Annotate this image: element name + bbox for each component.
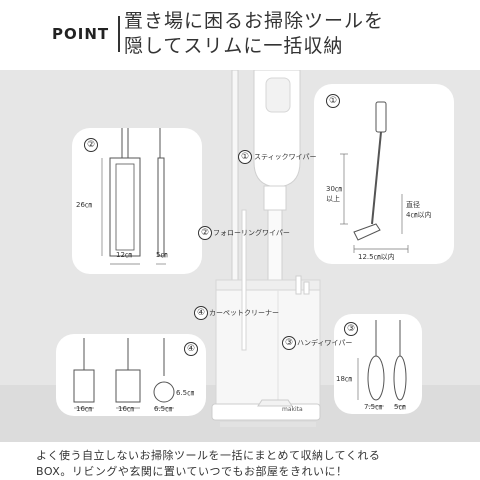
storage-box-illustration — [211, 70, 321, 427]
callout-number-1: ① — [238, 150, 252, 164]
carpet-cleaner-illustration — [73, 338, 175, 409]
headline: 置き場に困るお掃除ツールを 隠してスリムに一括収納 — [124, 9, 384, 59]
width-dim: 7.5㎝ — [364, 403, 383, 411]
product-description: よく使う自立しないお掃除ツールを一括にまとめて収納してくれる BOX。リビングや… — [36, 448, 456, 480]
height-dim: 26㎝ — [76, 201, 92, 209]
callout-label-2: フォローリングワイパー — [213, 229, 290, 237]
depth-dim: 5㎝ — [394, 403, 406, 411]
number-badge: ① — [326, 94, 340, 108]
description-line-2: BOX。リビングや玄関に置いていつでもお部屋をきれいに！ — [36, 465, 348, 478]
callout-label-3: ハンディワイパー — [297, 339, 353, 347]
depth-dim: 6.5㎝ — [176, 389, 195, 397]
width-dim: 12.5㎝以内 — [358, 253, 395, 261]
bubble-handy-wiper: ③ 18㎝ 7.5㎝ 5㎝ — [334, 314, 422, 414]
callout-number-2: ② — [198, 226, 212, 240]
stick-wiper-illustration — [340, 101, 409, 253]
callout-label-4: カーペットクリーナー — [209, 309, 279, 317]
number-badge: ④ — [184, 342, 198, 356]
height-dim: 18㎝ — [336, 375, 352, 383]
callout-number-3: ③ — [282, 336, 296, 350]
number-badge: ② — [84, 138, 98, 152]
description-line-1: よく使う自立しないお掃除ツールを一括にまとめて収納してくれる — [36, 449, 381, 462]
flooring-wiper-illustration — [101, 128, 166, 265]
brand-mark: makita — [282, 406, 303, 413]
diameter-dim: 6.5㎝ — [154, 405, 173, 413]
width-b-dim: 16㎝ — [118, 405, 134, 413]
width-a-dim: 16㎝ — [76, 405, 92, 413]
bubble-flooring-wiper: ② 26㎝ 12㎝ 5㎝ — [72, 128, 202, 274]
width-dim: 12㎝ — [116, 251, 132, 259]
headline-line-2: 隠してスリムに一括収納 — [124, 35, 344, 57]
handy-wiper-illustration — [357, 320, 407, 407]
point-label: POINT — [52, 25, 110, 43]
number-badge: ③ — [344, 322, 358, 336]
callout-label-1: スティックワイパー — [254, 153, 317, 161]
headline-line-1: 置き場に困るお掃除ツールを — [124, 10, 385, 32]
bubble-carpet-cleaner: ④ 16㎝ 16㎝ 6.5㎝ 6.5㎝ — [56, 334, 206, 416]
point-block: POINT — [40, 16, 120, 52]
footer: よく使う自立しないお掃除ツールを一括にまとめて収納してくれる BOX。リビングや… — [0, 442, 480, 480]
callout-number-4: ④ — [194, 306, 208, 320]
depth-dim: 5㎝ — [156, 251, 168, 259]
header: POINT 置き場に困るお掃除ツールを 隠してスリムに一括収納 — [0, 0, 480, 70]
